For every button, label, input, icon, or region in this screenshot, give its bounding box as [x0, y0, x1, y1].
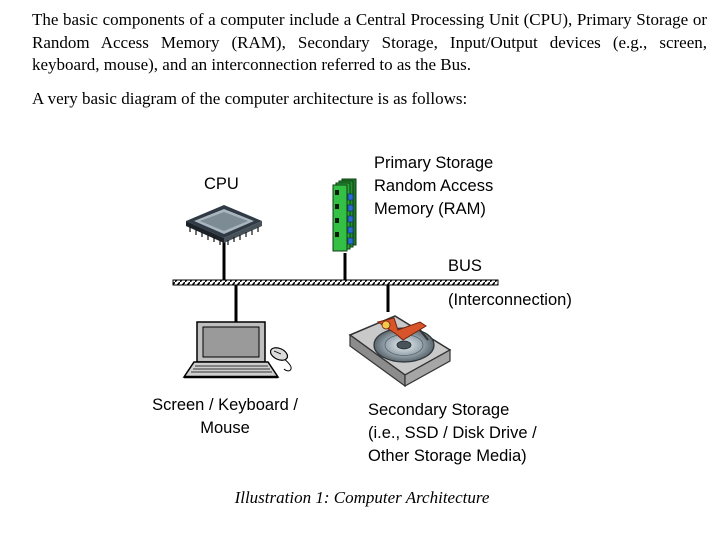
io-label-line-2: Mouse	[200, 419, 250, 437]
cpu-chip-icon	[186, 205, 262, 245]
ram-label-line-2: Random Access	[374, 177, 494, 195]
storage-label-line-2: (i.e., SSD / Disk Drive /	[368, 424, 537, 442]
cpu-label: CPU	[204, 175, 239, 193]
ram-label-line-3: Memory (RAM)	[374, 200, 486, 218]
bus-connectors	[222, 240, 390, 322]
diagram-intro-paragraph: A very basic diagram of the computer arc…	[32, 89, 468, 108]
mouse-icon	[269, 347, 292, 372]
hard-disk-icon	[348, 315, 452, 388]
storage-label-line-3: Other Storage Media)	[368, 447, 527, 465]
io-label-line-1: Screen / Keyboard /	[152, 396, 298, 414]
interconnection-label: (Interconnection)	[448, 291, 572, 309]
storage-label-line-1: Secondary Storage	[368, 401, 510, 419]
ram-module-icon	[332, 178, 357, 252]
bus-label: BUS	[448, 257, 482, 275]
figure-caption: Illustration 1: Computer Architecture	[234, 488, 490, 507]
intro-paragraph: The basic components of a computer inclu…	[32, 10, 707, 74]
ram-label-line-1: Primary Storage	[374, 154, 494, 172]
laptop-icon	[182, 321, 280, 379]
bus-line	[172, 279, 499, 286]
